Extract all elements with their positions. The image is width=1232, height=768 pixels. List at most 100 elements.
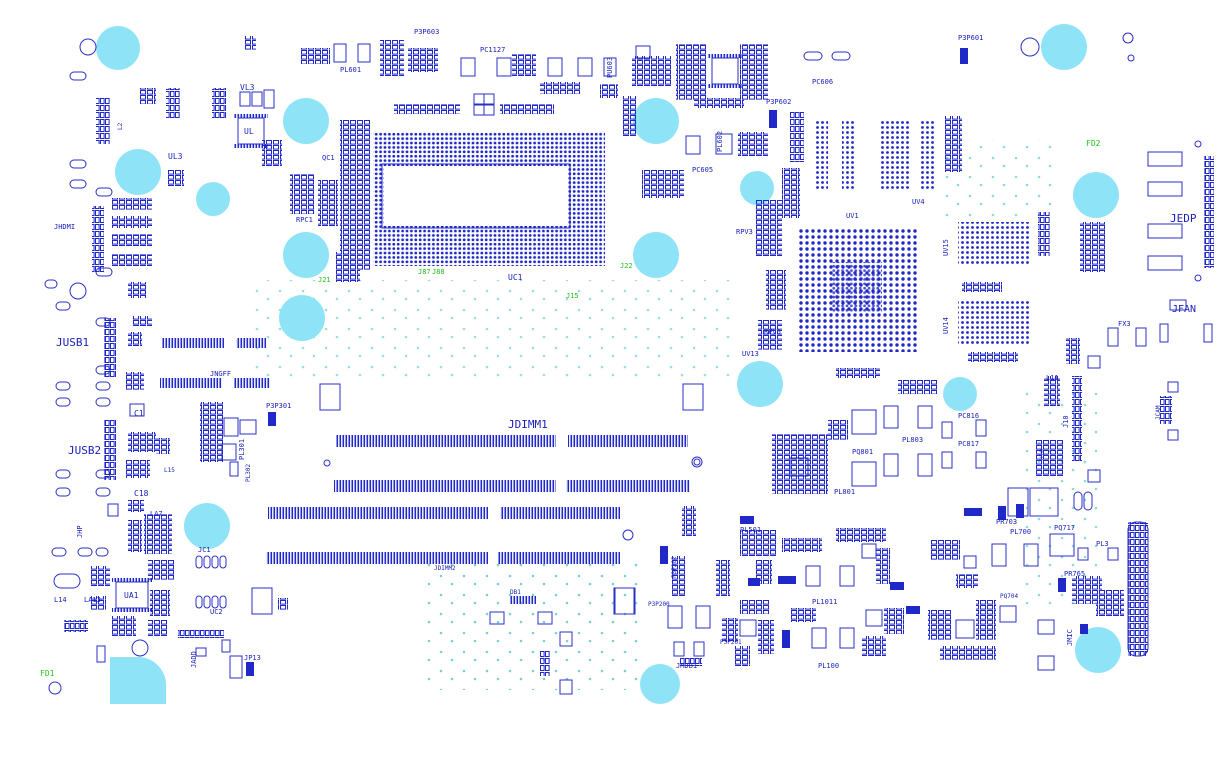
pad	[1023, 543, 1039, 567]
pad	[805, 565, 821, 587]
pad	[263, 89, 275, 109]
pad	[685, 135, 701, 155]
smd-group	[262, 140, 282, 166]
smd-group	[622, 96, 636, 136]
bottom-left-parts	[178, 555, 254, 679]
ic-outline	[1007, 487, 1029, 517]
jedp-pins	[1204, 156, 1214, 268]
pad	[473, 104, 485, 116]
label-j22: J22	[620, 262, 633, 270]
label-pq801: PQ801	[852, 448, 873, 456]
label-jdimm1: JDIMM1	[508, 418, 548, 431]
stadium-pad	[1083, 491, 1093, 511]
label-qc1: QC1	[322, 154, 335, 162]
label-u10: U10	[1039, 449, 1046, 460]
label-jadd: JADD	[190, 651, 198, 668]
label-pl602: PL602	[716, 131, 724, 152]
ic-outline	[739, 619, 757, 637]
stadium-pad	[95, 397, 111, 407]
stadium-pad	[55, 469, 71, 479]
pad	[941, 451, 953, 469]
dimm-latch	[682, 383, 704, 411]
pad	[195, 647, 207, 657]
solid-pad	[890, 582, 904, 590]
smd-group	[944, 116, 962, 172]
jdimm1-row-2	[334, 480, 556, 492]
label-jusb1: JUSB1	[56, 336, 89, 349]
label-l11: L11	[1046, 374, 1059, 382]
via-field	[250, 280, 730, 380]
label-jmic: JMIC	[1066, 629, 1074, 646]
uv-pin-field	[896, 120, 910, 190]
uc1-decoupling	[340, 120, 370, 270]
smd-group	[148, 560, 174, 580]
pu-chip	[711, 57, 739, 85]
solid-pad	[906, 606, 920, 614]
pin-row	[178, 630, 224, 638]
jmic-pins	[1128, 522, 1148, 656]
smd-group	[140, 88, 156, 104]
solid-pad	[998, 506, 1006, 520]
stadium-pad	[55, 381, 71, 391]
smd-group	[144, 514, 172, 554]
smd-group	[336, 252, 360, 282]
label-jcam: JCAM	[1155, 405, 1162, 420]
jngff-pins-top	[162, 338, 224, 348]
label-db1: DB1	[510, 589, 521, 596]
label-l15: L15	[164, 467, 175, 474]
label-pc605: PC605	[692, 166, 713, 174]
label-p3p202: P3P202	[671, 556, 678, 578]
stadium-pad	[95, 547, 109, 557]
label-jdimm2: JDIMM2	[434, 565, 456, 572]
pin-column	[540, 650, 550, 676]
pad	[963, 555, 977, 569]
pad	[1037, 655, 1055, 671]
pad	[577, 57, 593, 77]
label-fx3: FX3	[1118, 320, 1131, 328]
right-side-connectors	[1029, 140, 1214, 657]
pin-column	[212, 88, 226, 118]
pad	[221, 639, 231, 653]
left-edge-connectors	[44, 71, 226, 663]
uv-pin-field	[814, 120, 828, 190]
stadium-pad	[69, 71, 87, 81]
pad	[483, 104, 495, 116]
pad	[559, 631, 573, 647]
bottom-center-parts	[489, 506, 711, 695]
pad	[473, 93, 485, 105]
smd-group	[1096, 590, 1124, 616]
smd-group	[884, 608, 904, 634]
label-p3p603: P3P603	[414, 28, 439, 36]
ring-marker	[1194, 140, 1202, 148]
edp-pad	[1147, 181, 1183, 197]
pad	[1107, 327, 1119, 347]
smd-group	[740, 600, 770, 614]
solid-pad	[782, 630, 790, 648]
stadium-pad	[211, 595, 219, 609]
mounting-hole-marker	[1073, 172, 1119, 218]
mounting-hole-marker	[633, 98, 679, 144]
pad	[559, 679, 573, 695]
label-pu603: PU603	[606, 57, 614, 78]
label-pl100: PL100	[818, 662, 839, 670]
smd-group	[168, 170, 184, 186]
label-p3p200: P3P200	[648, 601, 670, 608]
pin-column	[104, 420, 116, 480]
chip-pins	[112, 608, 152, 612]
label-pq704: PQ704	[1000, 593, 1018, 600]
smd-group	[694, 98, 744, 108]
label-pc1127: PC1127	[480, 46, 505, 54]
jngff-pins-bottom	[160, 378, 222, 388]
pad	[991, 543, 1007, 567]
pad	[1087, 355, 1101, 369]
jngff-pins-bottom	[234, 378, 270, 388]
smd-group	[642, 170, 684, 198]
label-jfan: JFAN	[1172, 304, 1196, 315]
label-pl501: PL501	[740, 526, 761, 534]
smd-group	[112, 254, 152, 266]
label-p3p301: P3P301	[266, 402, 291, 410]
mounting-hole-marker	[110, 657, 166, 704]
solid-pad	[1080, 624, 1088, 634]
rpc1-group	[290, 174, 314, 214]
pad	[221, 443, 237, 461]
